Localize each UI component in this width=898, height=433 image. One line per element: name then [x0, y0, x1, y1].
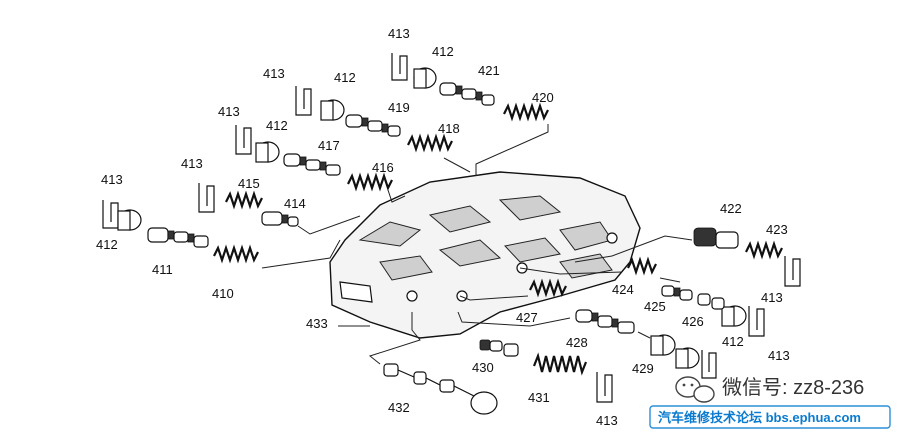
valve-428 — [575, 309, 635, 334]
spring-415 — [225, 190, 263, 210]
valve-421 — [439, 82, 495, 106]
label-421: 421 — [478, 63, 500, 78]
label-426: 426 — [682, 314, 704, 329]
label-424: 424 — [612, 282, 634, 297]
label-427: 427 — [516, 310, 538, 325]
label-415: 415 — [238, 176, 260, 191]
retainer-clip-413-c — [235, 125, 252, 155]
retainer-clip-413-b — [198, 183, 215, 213]
label-413: 413 — [101, 172, 123, 187]
valve-417 — [283, 153, 341, 176]
label-410: 410 — [212, 286, 234, 301]
label-412: 412 — [96, 237, 118, 252]
label-413: 413 — [768, 348, 790, 363]
label-413: 413 — [181, 156, 203, 171]
spring-423 — [745, 240, 783, 260]
label-432: 432 — [388, 400, 410, 415]
valve-body — [329, 171, 641, 339]
label-429: 429 — [632, 361, 654, 376]
plug-429 — [650, 334, 676, 356]
valve-426 — [697, 293, 725, 310]
spring-410 — [213, 244, 259, 264]
valve-414 — [261, 211, 299, 227]
label-422: 422 — [720, 201, 742, 216]
valve-411 — [147, 227, 209, 248]
spring-424 — [627, 256, 657, 276]
label-413: 413 — [218, 104, 240, 119]
label-418: 418 — [438, 121, 460, 136]
wechat-icon — [675, 376, 715, 403]
spring-427 — [529, 278, 567, 298]
label-413: 413 — [761, 290, 783, 305]
plug-412-e — [413, 67, 437, 89]
label-428: 428 — [566, 335, 588, 350]
retainer-clip-413-e — [391, 53, 408, 81]
label-430: 430 — [472, 360, 494, 375]
spring-431 — [532, 352, 588, 376]
forum-banner-text: 汽车维修技术论坛 bbs.ephua.com — [658, 410, 861, 425]
label-414: 414 — [284, 196, 306, 211]
label-411: 411 — [152, 262, 173, 277]
valve-419 — [345, 114, 401, 137]
label-413: 413 — [388, 26, 410, 41]
plug-41x — [675, 347, 700, 369]
retainer-clip-413-g — [748, 306, 765, 337]
label-412: 412 — [266, 118, 288, 133]
assembly-lines — [261, 124, 693, 365]
forum-banner-box — [649, 405, 891, 429]
plug-412-a — [117, 209, 142, 231]
retainer-clip-413-d — [295, 86, 312, 116]
label-416: 416 — [372, 160, 394, 175]
label-417: 417 — [318, 138, 340, 153]
plug-412-c — [255, 141, 280, 163]
retainer-clip-413-i — [701, 350, 717, 379]
valve-432 — [383, 363, 498, 415]
label-420: 420 — [532, 90, 554, 105]
retainer-clip-413-a — [102, 200, 119, 229]
label-412: 412 — [334, 70, 356, 85]
valve-430 — [479, 339, 519, 357]
valve-422 — [693, 227, 739, 249]
label-413: 413 — [596, 413, 618, 428]
label-413: 413 — [263, 66, 285, 81]
label-419: 419 — [388, 100, 410, 115]
label-412: 412 — [722, 334, 744, 349]
plug-412-f — [721, 305, 747, 327]
label-433: 433 — [306, 316, 328, 331]
spring-418 — [407, 133, 453, 153]
spring-420 — [503, 102, 549, 122]
watermark: 微信号: zz8-236 汽车维修技术论坛 bbs.ephua.com — [649, 376, 891, 429]
valve-425 — [661, 285, 693, 301]
label-412: 412 — [432, 44, 454, 59]
retainer-clip-413-f — [784, 256, 801, 287]
retainer-clip-413-h — [596, 372, 613, 403]
label-423: 423 — [766, 222, 788, 237]
label-431: 431 — [528, 390, 550, 405]
plug-412-d — [320, 99, 345, 121]
spring-416 — [347, 172, 393, 192]
callout-labels: 410 411 412 413 413 414 415 413 412 417 … — [96, 26, 790, 428]
label-425: 425 — [644, 299, 666, 314]
wechat-id-text: 微信号: zz8-236 — [722, 376, 864, 399]
